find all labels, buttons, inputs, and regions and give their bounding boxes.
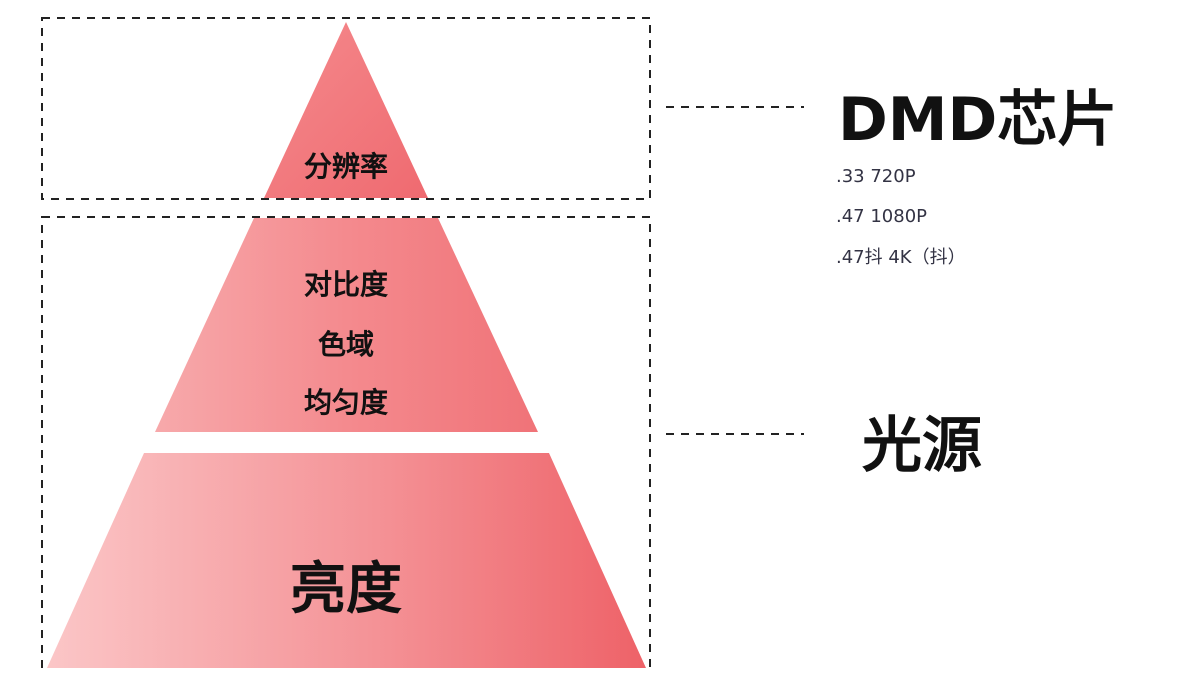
- spec-line: .47 1080P: [836, 206, 927, 227]
- tier-label-color-gamut: 色域: [318, 328, 374, 361]
- tier-label-resolution: 分辨率: [304, 150, 388, 183]
- spec-line: .33 720P: [836, 166, 916, 187]
- pyramid-middle-tier: [155, 218, 538, 432]
- chip-group-box: [41, 17, 651, 200]
- pyramid-top-tier: [264, 22, 428, 198]
- pyramid-bottom-tier: [47, 453, 646, 668]
- light-group-box: [41, 216, 651, 668]
- chip-group-title: DMD芯片: [838, 85, 1117, 155]
- spec-line: .47抖 4K（抖）: [836, 247, 966, 268]
- light-group-title: 光源: [862, 411, 982, 481]
- tier-label-uniformity: 均匀度: [304, 386, 388, 419]
- tier-label-brightness: 亮度: [290, 557, 402, 622]
- tier-label-contrast: 对比度: [304, 268, 388, 301]
